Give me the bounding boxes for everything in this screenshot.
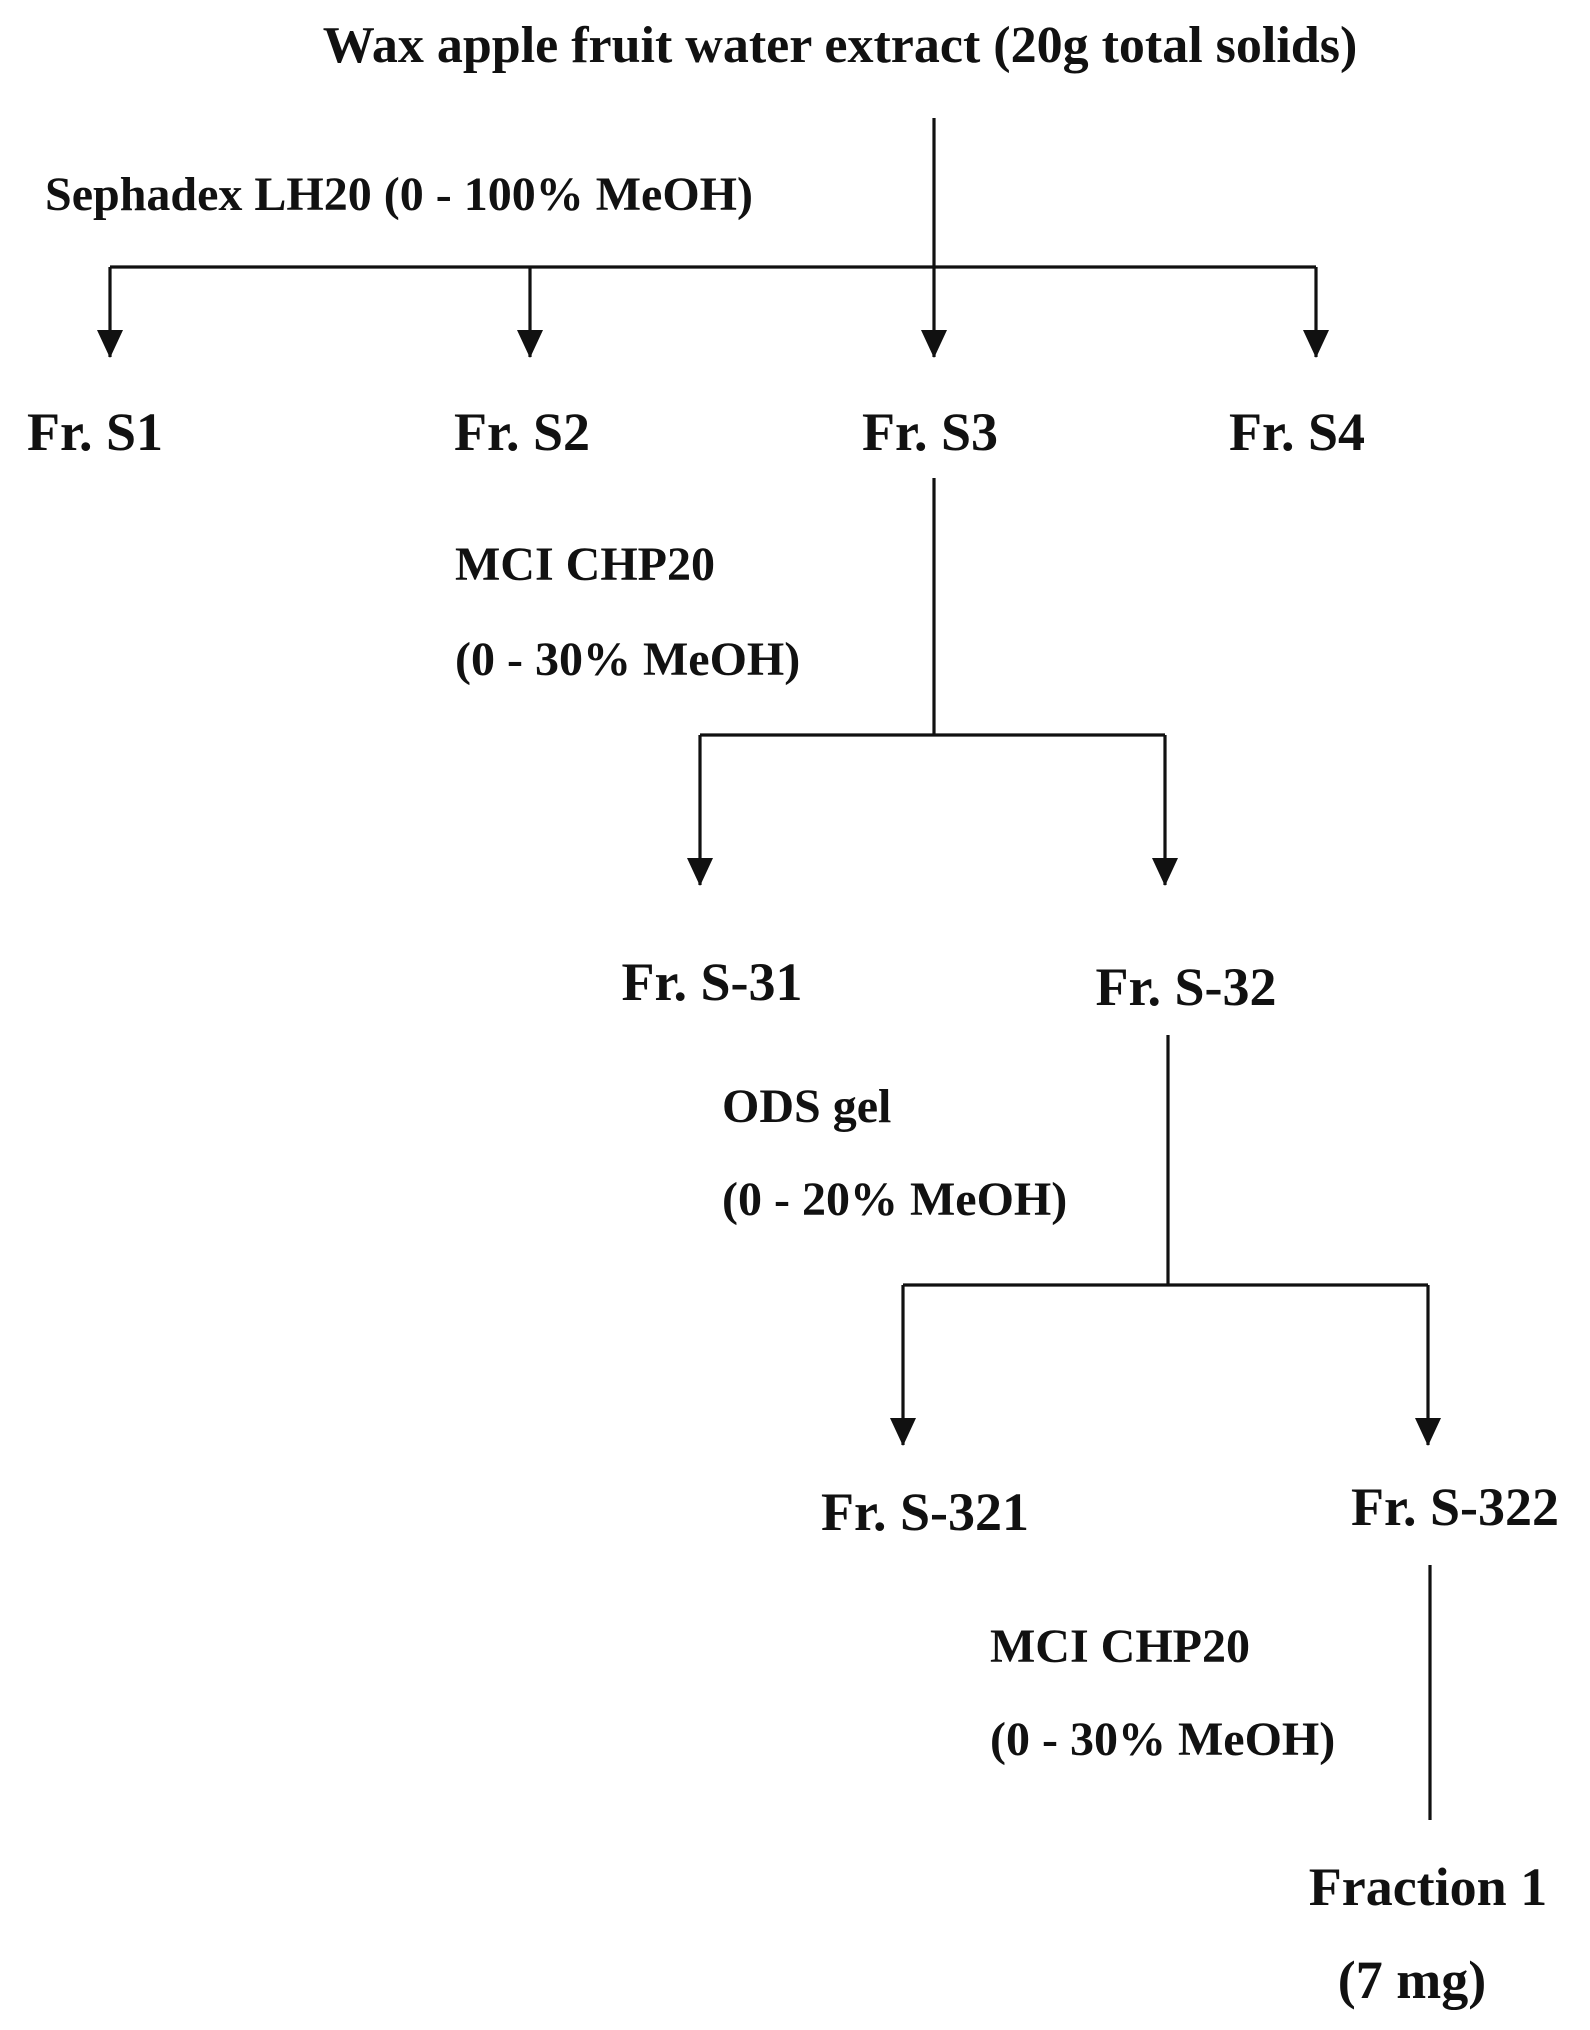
fraction-s3: Fr. S3 (862, 402, 998, 462)
connector-step3 (890, 1035, 1441, 1446)
arrow-to-s4 (1303, 330, 1329, 358)
arrow-to-s322 (1415, 1418, 1441, 1446)
method-label-step4-line1: MCI CHP20 (990, 1620, 1250, 1673)
arrow-to-s321 (890, 1418, 916, 1446)
arrow-to-s31 (687, 858, 713, 886)
fraction-s321: Fr. S-321 (821, 1482, 1029, 1542)
method-label-step2-line1: MCI CHP20 (455, 538, 715, 591)
fraction-s32: Fr. S-32 (1095, 957, 1276, 1017)
arrow-to-s2 (517, 330, 543, 358)
fraction-s31: Fr. S-31 (621, 952, 802, 1012)
method-label-step2-line2: (0 - 30% MeOH) (455, 633, 800, 686)
arrow-to-s32 (1152, 858, 1178, 886)
fraction-s1: Fr. S1 (27, 402, 163, 462)
connector-step1 (97, 118, 1329, 358)
final-fraction-mass: (7 mg) (1338, 1950, 1486, 2010)
arrow-to-s1 (97, 330, 123, 358)
method-label-step1: Sephadex LH20 (0 - 100% MeOH) (45, 168, 753, 221)
fraction-s2: Fr. S2 (454, 402, 590, 462)
fraction-s4: Fr. S4 (1229, 402, 1365, 462)
method-label-step4-line2: (0 - 30% MeOH) (990, 1713, 1335, 1766)
method-label-step3-line2: (0 - 20% MeOH) (722, 1173, 1067, 1226)
fraction-s322: Fr. S-322 (1351, 1477, 1559, 1537)
diagram-title: Wax apple fruit water extract (20g total… (323, 17, 1358, 74)
arrow-to-s3 (921, 330, 947, 358)
connector-step2 (687, 478, 1178, 886)
method-label-step3-line1: ODS gel (722, 1080, 891, 1133)
final-fraction-label: Fraction 1 (1309, 1857, 1547, 1917)
